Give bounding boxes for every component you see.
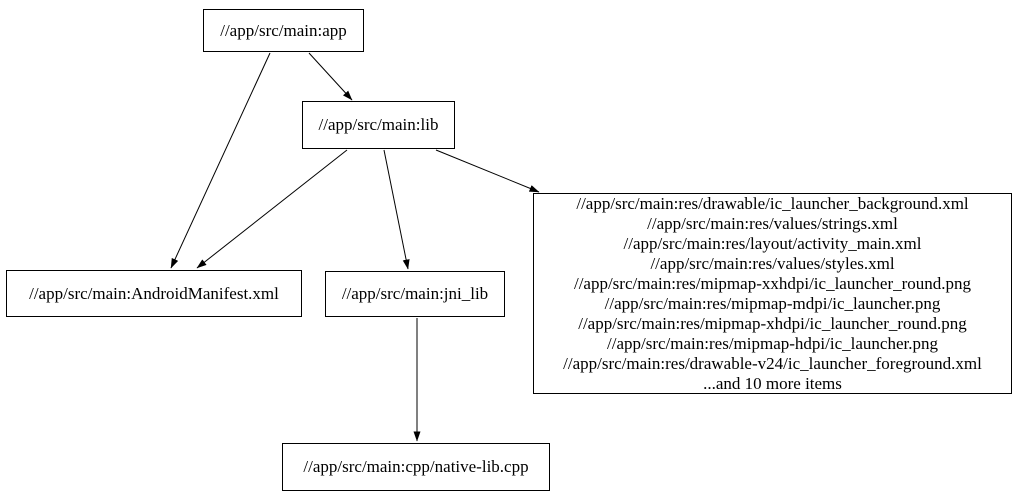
resource-line: //app/src/main:res/mipmap-xxhdpi/ic_laun…	[573, 273, 972, 293]
node-app-label: //app/src/main:app	[220, 20, 347, 40]
resource-line: //app/src/main:res/drawable/ic_launcher_…	[576, 193, 969, 213]
node-android-manifest-label: //app/src/main:AndroidManifest.xml	[29, 283, 279, 303]
resource-line: //app/src/main:res/values/styles.xml	[650, 253, 895, 273]
edge-lib-to-manifest	[196, 149, 348, 269]
resource-line: //app/src/main:res/drawable-v24/ic_launc…	[563, 353, 982, 373]
edge-app-to-manifest	[170, 52, 271, 269]
resource-line: //app/src/main:res/mipmap-hdpi/ic_launch…	[607, 333, 938, 353]
node-lib-label: //app/src/main:lib	[318, 115, 439, 134]
resource-line: //app/src/main:res/values/strings.xml	[647, 213, 898, 233]
node-resources: //app/src/main:res/drawable/ic_launcher_…	[533, 193, 1012, 394]
edge-lib-to-jni-lib	[383, 149, 410, 270]
resource-line: //app/src/main:res/mipmap-mdpi/ic_launch…	[604, 293, 941, 313]
resource-line: //app/src/main:res/layout/activity_main.…	[623, 233, 922, 253]
resource-line: //app/src/main:res/mipmap-xhdpi/ic_launc…	[578, 313, 967, 333]
node-jni-lib: //app/src/main:jni_lib	[325, 271, 505, 317]
edge-lib-to-resources	[435, 149, 540, 193]
resource-line-more-items: ...and 10 more items	[703, 373, 842, 393]
node-jni-lib-label: //app/src/main:jni_lib	[341, 284, 489, 303]
node-android-manifest: //app/src/main:AndroidManifest.xml	[6, 270, 302, 317]
edge-app-to-lib	[308, 52, 353, 101]
node-app: //app/src/main:app	[203, 9, 364, 52]
node-native-cpp: //app/src/main:cpp/native-lib.cpp	[282, 443, 550, 491]
node-native-cpp-label: //app/src/main:cpp/native-lib.cpp	[303, 457, 529, 476]
node-lib: //app/src/main:lib	[302, 101, 455, 149]
